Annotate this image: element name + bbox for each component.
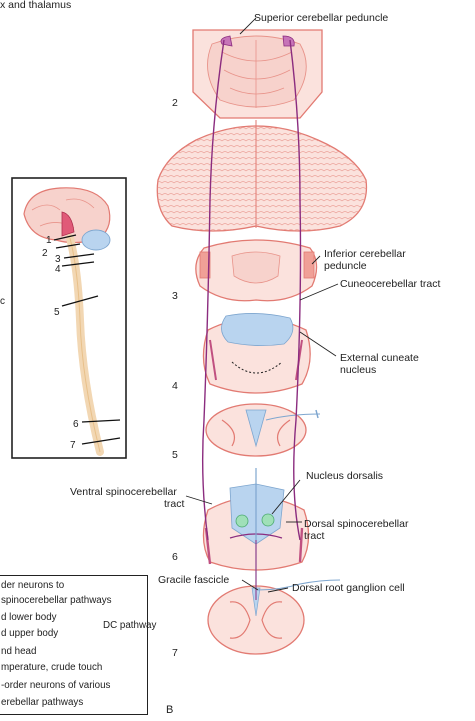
legend-line-4: d upper body [1, 628, 59, 639]
spinal-section-5 [205, 403, 321, 457]
legend-line-7: -order neurons of various [1, 680, 111, 691]
legend-box: der neurons to spinocerebellar pathways … [0, 575, 156, 715]
cerebellum [156, 120, 368, 232]
legend-line-6: mperature, crude touch [1, 662, 103, 673]
ventral-spinocerebellar-label-2: tract [164, 498, 185, 510]
gracile-fascicle-label: Gracile fascicle [158, 574, 230, 586]
level-number-7: 7 [172, 647, 178, 659]
nucleus-dorsalis-label: Nucleus dorsalis [306, 470, 384, 482]
external-cuneate-nucleus-label: External cuneate [340, 352, 419, 364]
dorsal-root-ganglion-label: Dorsal root ganglion cell [292, 582, 405, 594]
inset-number-3: 3 [55, 254, 61, 265]
left-edge-mark: c [0, 296, 5, 307]
medulla-upper-section [195, 239, 318, 302]
level-number-6: 6 [172, 551, 178, 563]
inset-number-4: 4 [55, 264, 61, 275]
ventral-spinocerebellar-label: Ventral spinocerebellar [70, 486, 177, 498]
legend-line-1: der neurons to [1, 580, 65, 591]
inset-number-2: 2 [42, 248, 48, 259]
legend-line-8: erebellar pathways [1, 697, 84, 708]
inferior-cerebellar-peduncle-label-2: peduncle [324, 260, 367, 272]
medulla-lower-section [202, 313, 311, 394]
dc-pathway-label: DC pathway [103, 620, 157, 631]
cuneocerebellar-tract-label: Cuneocerebellar tract [340, 278, 441, 290]
pathway-lines [201, 39, 302, 600]
legend-line-2: spinocerebellar pathways [1, 595, 112, 606]
level-number-2: 2 [172, 97, 178, 109]
dorsal-spinocerebellar-label: Dorsal spinocerebellar [304, 518, 409, 530]
callout-leaders [185, 17, 339, 593]
inset-number-5: 5 [54, 307, 60, 318]
superior-cerebellar-peduncle-label: Superior cerebellar peduncle [254, 12, 389, 24]
level-number-4: 4 [172, 380, 178, 392]
inset-number-1: 1 [46, 235, 52, 246]
inferior-cerebellar-peduncle-label: Inferior cerebellar [324, 248, 406, 260]
dorsal-spinocerebellar-label-2: tract [304, 530, 325, 542]
level-number-3: 3 [172, 290, 178, 302]
legend-line-3: d lower body [1, 612, 57, 623]
top-left-fragment: x and thalamus [0, 0, 72, 11]
level-number-5: 5 [172, 449, 178, 461]
midbrain-section [192, 29, 323, 119]
inset-number-6: 6 [73, 419, 79, 430]
panel-letter: B [166, 704, 174, 716]
legend-line-5: nd head [1, 646, 37, 657]
external-cuneate-nucleus-label-2: nucleus [340, 364, 377, 376]
inset-figure [11, 177, 127, 459]
inset-number-7: 7 [70, 440, 76, 451]
